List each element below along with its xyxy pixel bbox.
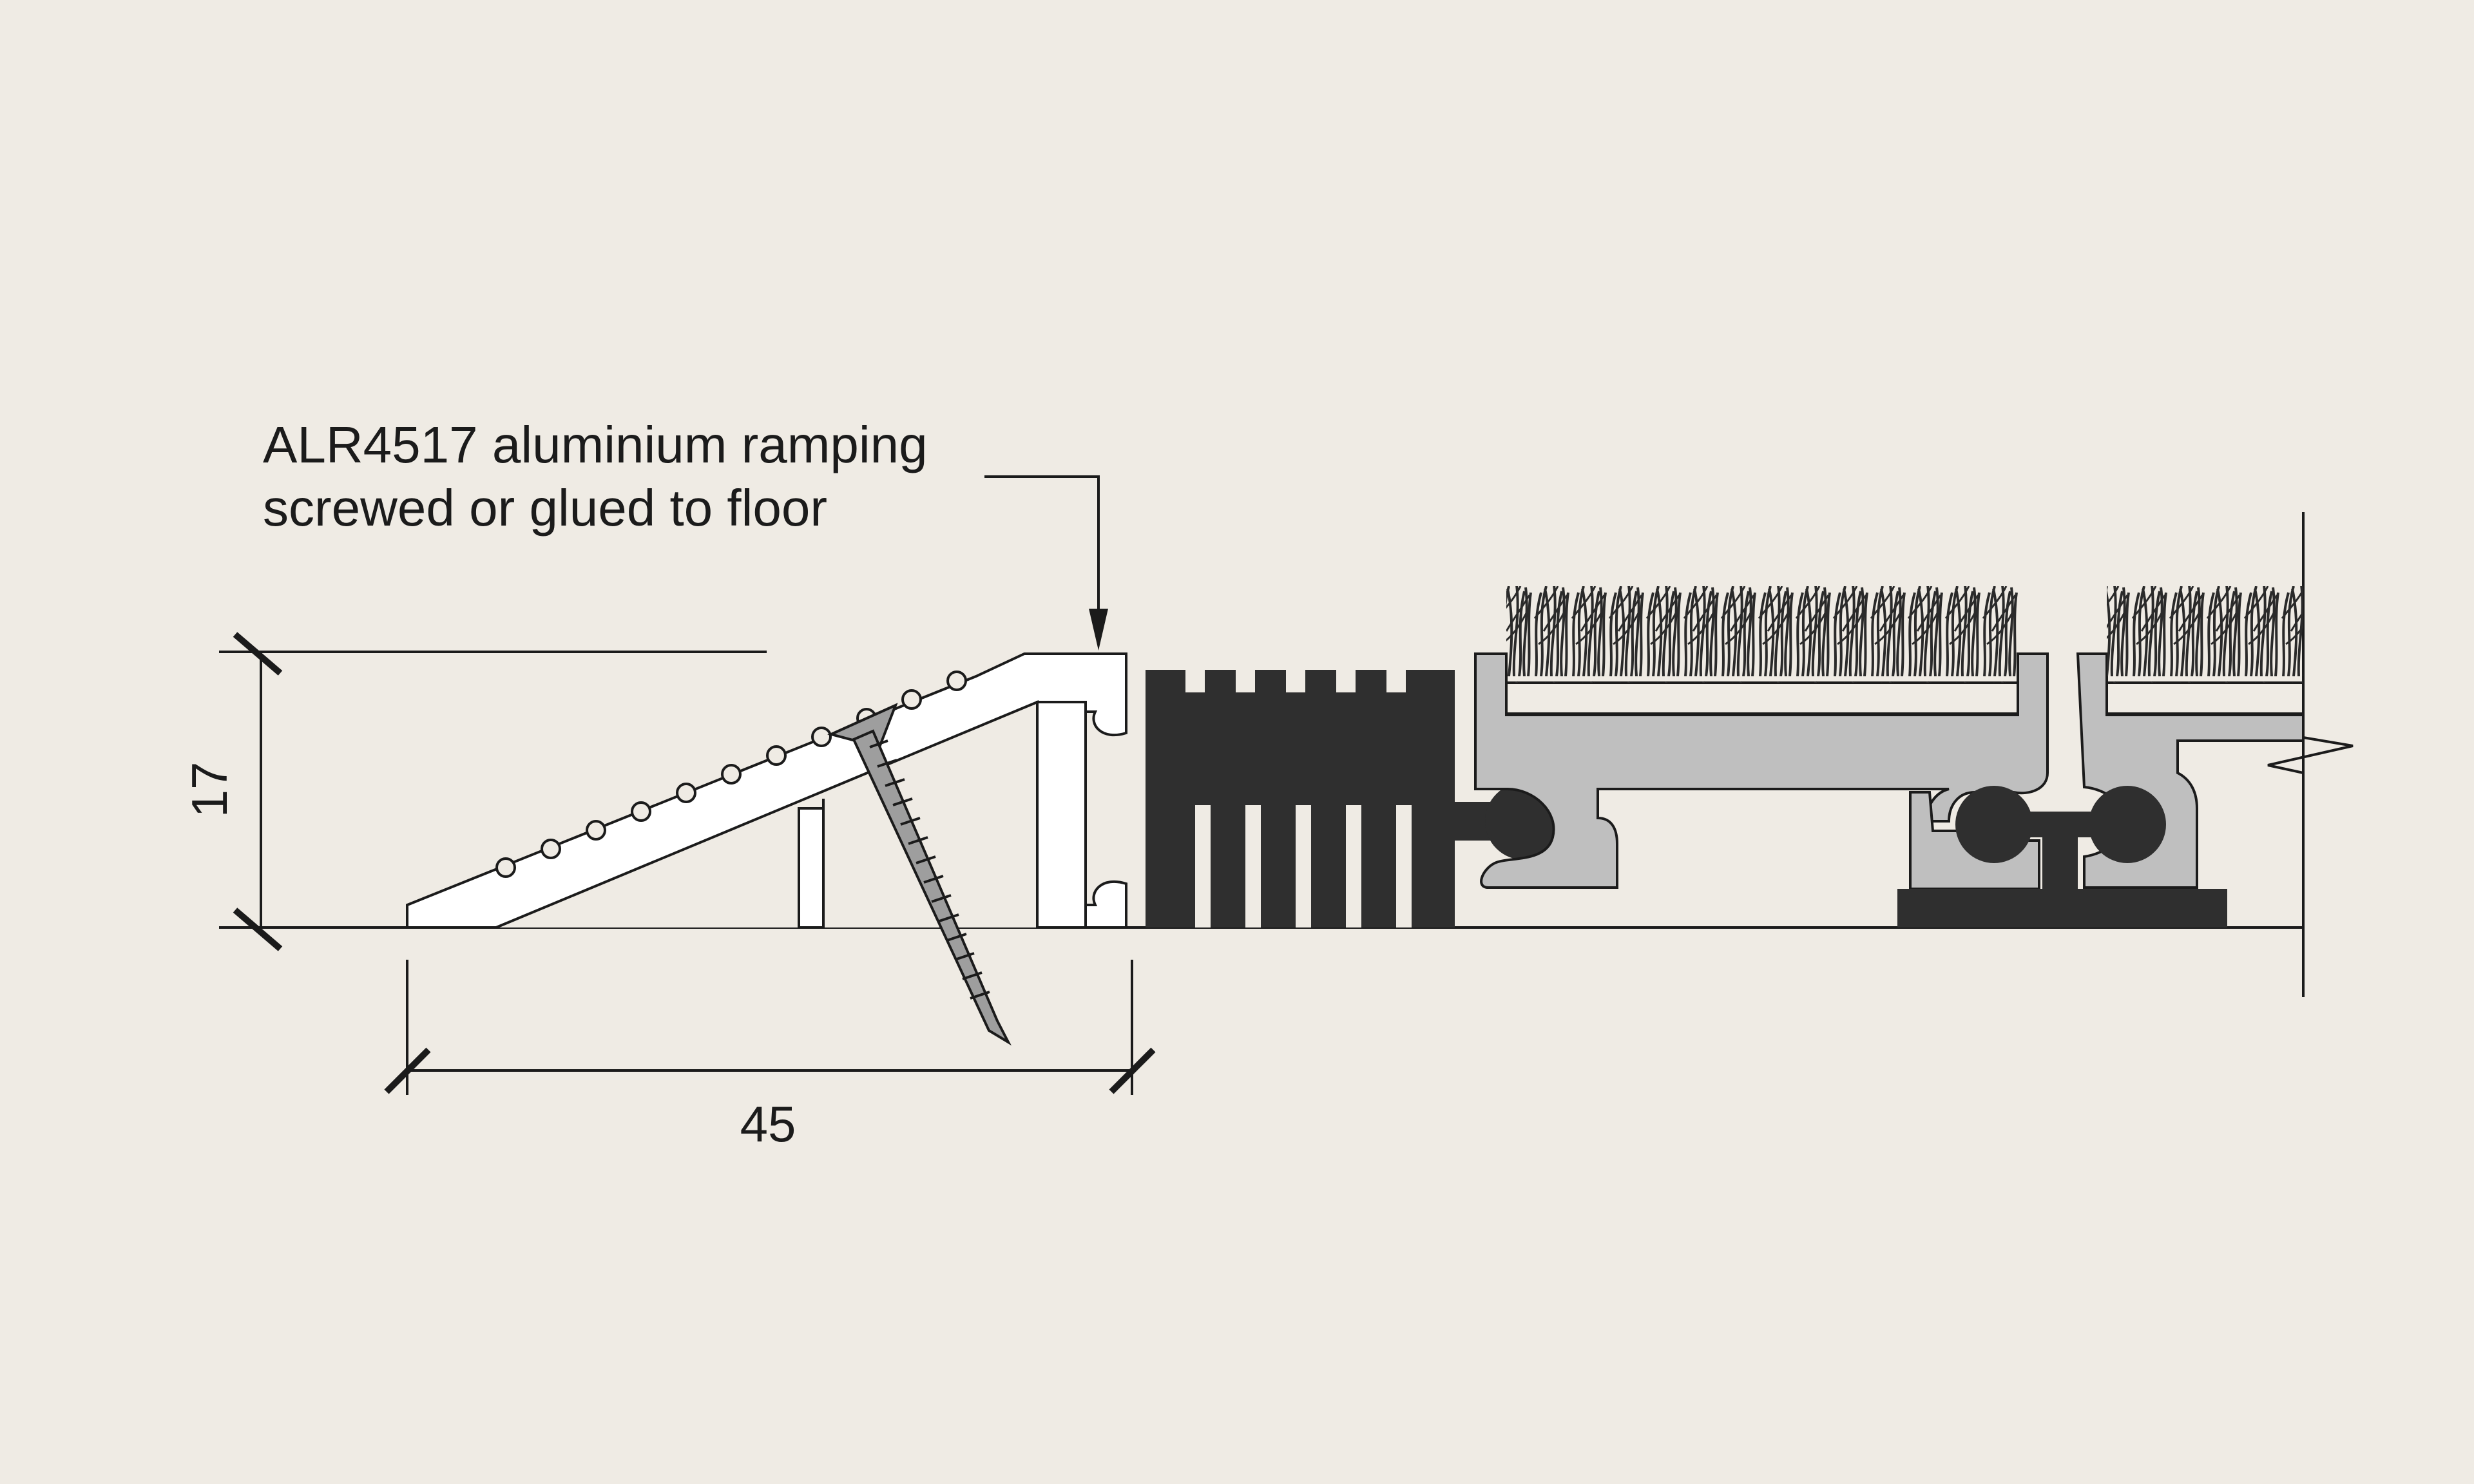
leader-arrow: [984, 475, 1108, 651]
height-label: 17: [181, 762, 238, 818]
width-dimension: [384, 960, 1156, 1095]
brush-strip: [1506, 586, 2018, 683]
brush-strip: [2107, 586, 2303, 683]
annotation-line-1: ALR4517 aluminium ramping: [263, 416, 928, 473]
connector: [1897, 786, 2227, 928]
break-symbol: [2267, 736, 2354, 774]
height-dimension: [219, 632, 767, 951]
width-label: 45: [740, 1096, 796, 1152]
ramp-profile: [406, 652, 1127, 929]
annotation-line-2: screwed or glued to floor: [263, 479, 827, 537]
screw-icon: [827, 703, 1012, 1046]
